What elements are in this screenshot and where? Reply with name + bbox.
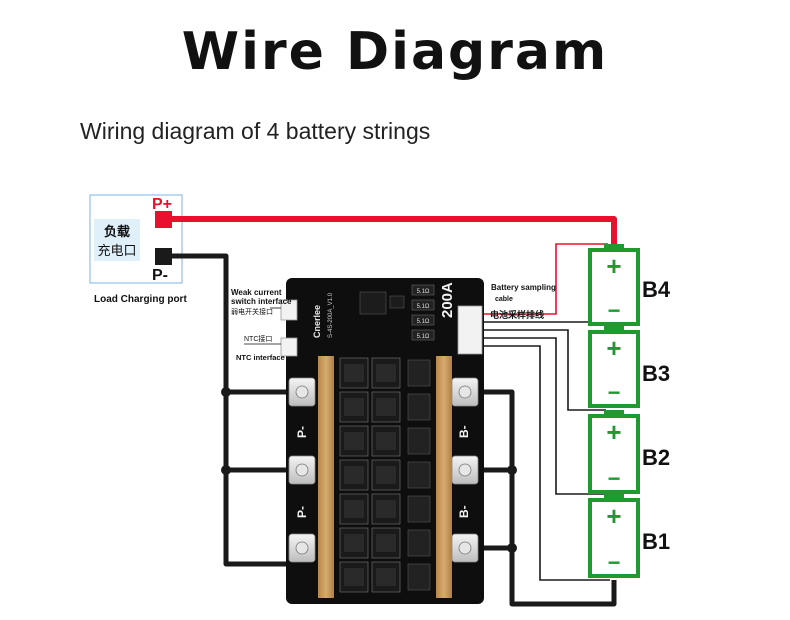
annotation-ntc-en: NTC interface: [236, 353, 285, 362]
annotation-sampling-2: cable: [495, 296, 513, 303]
junction-dot-b-bot: [507, 543, 517, 553]
battery-b1: + − B1: [588, 494, 670, 578]
battery-b1-minus: −: [608, 550, 621, 575]
load-port-label-line2: 充电口: [97, 243, 136, 258]
annotation-weak-current-2: switch interface: [231, 297, 292, 306]
junction-dot-p-mid: [221, 465, 231, 475]
mosfet-die: [344, 364, 364, 382]
battery-b4-label: B4: [642, 277, 671, 302]
copper-bar-left: [318, 356, 334, 598]
battery-b3-plus: +: [606, 333, 621, 363]
battery-b1-label: B1: [642, 529, 670, 554]
black-wire-p-minus: [172, 253, 300, 567]
p-minus-label: P-: [152, 267, 168, 284]
battery-b3: + − B3: [588, 326, 670, 408]
battery-b2-label: B2: [642, 445, 670, 470]
board-brand: Cnerlee: [312, 305, 322, 338]
red-wire-p-plus: [172, 216, 617, 244]
p-plus-terminal: [155, 211, 172, 228]
ic-chip: [359, 291, 387, 315]
ntc-connector: [280, 337, 298, 357]
board-model: S-4S-200A_V1.0: [328, 292, 334, 338]
resistor-label-3: 5.1Ω: [417, 319, 430, 325]
p-minus-terminal: [155, 248, 172, 265]
load-port-label-line1: 负载: [104, 224, 130, 239]
mosfet-die: [344, 568, 364, 586]
mosfet-die: [376, 398, 396, 416]
board-b-minus-label-top: B-: [457, 425, 471, 438]
junction-dot-b-mid: [507, 465, 517, 475]
page-subtitle: Wiring diagram of 4 battery strings: [80, 118, 431, 144]
battery-b1-plus: +: [606, 501, 621, 531]
b-terminal-1-screw: [458, 385, 472, 399]
b-terminal-2-screw: [458, 463, 472, 477]
mosfet-die: [344, 432, 364, 450]
resistor-label-4: 5.1Ω: [417, 334, 430, 340]
sampling-wire-b1: [480, 337, 606, 495]
battery-b2-minus: −: [608, 466, 621, 491]
p-plus-label: P+: [152, 196, 172, 213]
page-title: Wire Diagram: [181, 22, 609, 82]
p-terminal-1-screw: [295, 385, 309, 399]
ic-chip-small: [389, 295, 405, 309]
annotation-weak-current-1: Weak current: [231, 288, 282, 297]
load-port-caption: Load Charging port: [94, 294, 187, 305]
copper-bar-right: [436, 356, 452, 598]
mosfet-die: [344, 398, 364, 416]
annotation-ntc-cn: NTC接口: [244, 334, 272, 343]
board-rating: 200A: [439, 282, 456, 318]
weak-switch-connector: [280, 299, 298, 321]
annotation-weak-current-cn: 弱电开关接口: [231, 307, 273, 316]
bms-board: Cnerlee S-4S-200A_V1.0 200A 5.1Ω 5.1Ω 5.…: [280, 278, 484, 604]
board-p-minus-label-bot: P-: [295, 506, 309, 518]
mosfet-die: [376, 500, 396, 518]
mosfet-side: [407, 563, 431, 591]
mosfet-die: [344, 500, 364, 518]
b-minus-bus-top: [470, 389, 617, 607]
mosfet-side: [407, 359, 431, 387]
battery-b2-plus: +: [606, 417, 621, 447]
annotations: Weak current switch interface 弱电开关接口 NTC…: [231, 283, 556, 362]
mosfet-die: [376, 568, 396, 586]
b-terminal-3-screw: [458, 541, 472, 555]
p-terminal-2-screw: [295, 463, 309, 477]
battery-b2: + − B2: [588, 410, 670, 494]
load-port: 负载 充电口 P+ P- Load Charging port: [89, 194, 187, 305]
mosfet-array: [339, 357, 431, 593]
mosfet-side: [407, 529, 431, 557]
battery-b4: + − B4: [588, 244, 671, 326]
load-port-label-bg: [94, 219, 140, 261]
annotation-sampling-cn: 电池采样排线: [490, 309, 544, 320]
mosfet-die: [376, 432, 396, 450]
mosfet-die: [376, 364, 396, 382]
annotation-sampling-1: Battery sampling: [491, 283, 556, 292]
board-b-minus-label-bot: B-: [457, 505, 471, 518]
board-p-minus-label-top: P-: [295, 426, 309, 438]
mosfet-side: [407, 393, 431, 421]
mosfet-die: [376, 466, 396, 484]
resistor-label-1: 5.1Ω: [417, 289, 430, 295]
mosfet-side: [407, 495, 431, 523]
sampling-wire-red: [480, 243, 608, 315]
battery-b4-minus: −: [608, 298, 621, 323]
junction-dot-p-top: [221, 387, 231, 397]
mosfet-die: [376, 534, 396, 552]
p-minus-terminals: [288, 377, 316, 563]
resistor-label-2: 5.1Ω: [417, 304, 430, 310]
battery-b3-minus: −: [608, 380, 621, 405]
p-terminal-3-screw: [295, 541, 309, 555]
sampling-connector: [457, 305, 483, 355]
b-minus-terminals: [451, 377, 479, 563]
sampling-wire-b2: [480, 329, 606, 411]
battery-b3-label: B3: [642, 361, 670, 386]
mosfet-die: [344, 466, 364, 484]
battery-b4-plus: +: [606, 251, 621, 281]
mosfet-die: [344, 534, 364, 552]
sampling-wire-gnd: [480, 345, 610, 581]
mosfet-side: [407, 461, 431, 489]
resistor-group: 5.1Ω 5.1Ω 5.1Ω 5.1Ω: [411, 284, 435, 341]
mosfet-side: [407, 427, 431, 455]
